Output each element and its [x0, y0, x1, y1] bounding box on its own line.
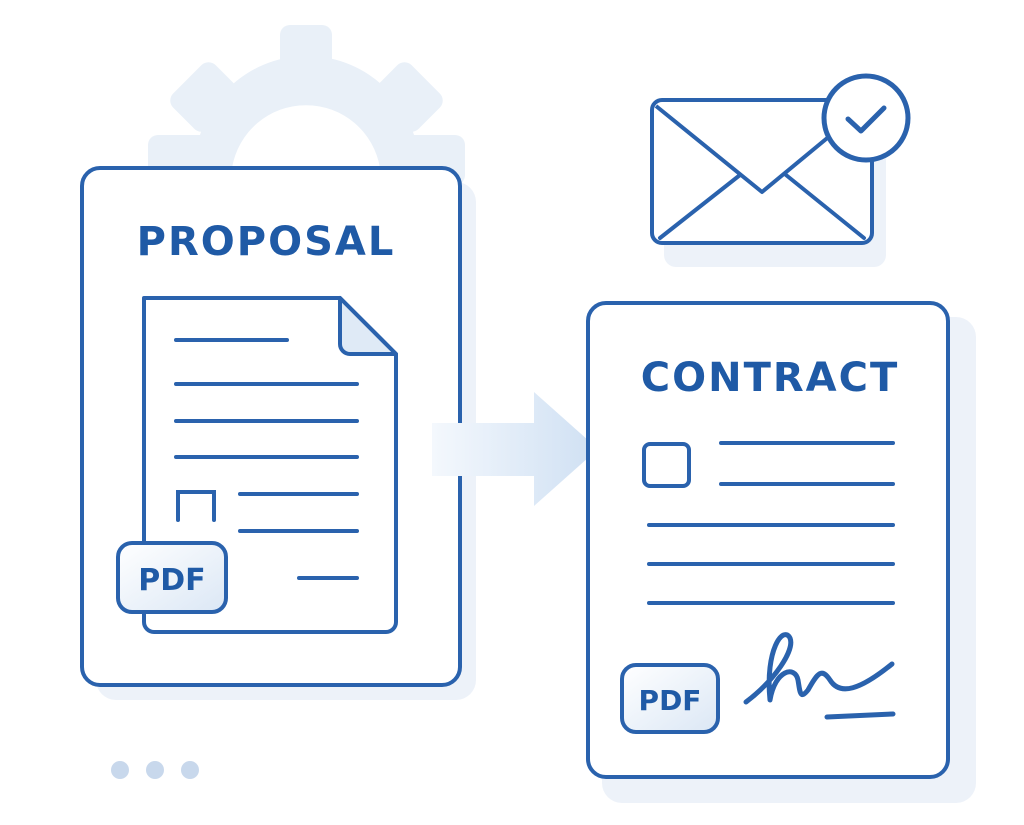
pdf-badge: PDF	[116, 541, 228, 614]
check-circle-icon	[821, 73, 911, 163]
dot[interactable]	[111, 761, 129, 779]
pdf-badge: PDF	[620, 663, 720, 734]
pdf-badge-label: PDF	[138, 563, 205, 598]
pdf-badge-label: PDF	[639, 684, 702, 717]
contract-title: CONTRACT	[641, 355, 900, 401]
signature-icon	[743, 632, 896, 720]
envelope-icon	[650, 98, 886, 267]
pagination-dots	[111, 761, 199, 779]
gear-icon	[148, 25, 465, 185]
proposal-title: PROPOSAL	[137, 219, 396, 265]
checkbox	[642, 442, 691, 488]
contract-card: CONTRACT PDF	[586, 301, 976, 803]
proposal-card: PROPOSAL PDF	[80, 166, 476, 700]
dot[interactable]	[181, 761, 199, 779]
dot[interactable]	[146, 761, 164, 779]
arrow-right-icon	[432, 392, 598, 506]
